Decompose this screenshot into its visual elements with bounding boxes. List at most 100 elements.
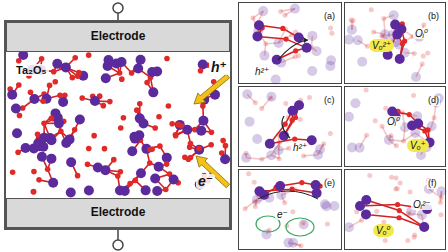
o-atom — [432, 115, 437, 120]
o-atom — [405, 238, 410, 243]
o-atom — [373, 118, 378, 123]
o-atom — [28, 89, 34, 95]
o-atom — [223, 143, 229, 149]
species-label: Vₒ⁰ — [373, 224, 394, 237]
o-atom — [290, 209, 295, 214]
o-atom — [40, 98, 46, 104]
o-atom — [70, 75, 76, 81]
o-atom — [220, 138, 226, 144]
orbital — [286, 218, 314, 236]
ta-atom — [90, 96, 100, 106]
o-atom — [397, 215, 402, 220]
hop-arrow — [278, 40, 308, 60]
o-atom — [389, 175, 394, 180]
ta-atom — [313, 150, 323, 160]
o-atom — [52, 79, 58, 85]
o-atom — [420, 62, 425, 67]
o-atom — [263, 41, 268, 46]
ta-atom — [152, 186, 162, 196]
o-atom — [51, 69, 57, 75]
o-atom — [364, 133, 369, 138]
o-atom — [72, 55, 78, 61]
species-label: e⁻ — [196, 174, 215, 189]
ta-atom — [75, 114, 85, 124]
ta-atom — [355, 201, 365, 211]
o-atom — [16, 58, 22, 64]
o-atom — [111, 157, 117, 163]
o-atom — [328, 131, 333, 136]
o-atom — [299, 180, 304, 185]
o-atom — [282, 200, 287, 205]
o-atom — [397, 208, 402, 213]
ta-atom — [61, 138, 71, 148]
ta-atom — [100, 165, 110, 175]
ta-atom — [344, 112, 354, 122]
panel-label: (b) — [427, 12, 440, 22]
ta-atom — [357, 57, 367, 67]
o-atom — [79, 95, 85, 101]
o-atom — [119, 76, 125, 82]
o-atom — [328, 26, 333, 31]
ta-atom — [12, 128, 22, 138]
ta-atom — [259, 51, 269, 61]
ta-atom — [307, 31, 317, 41]
o-atom — [250, 15, 255, 20]
panel-box: (e)e⁻ — [238, 169, 342, 250]
o-atom — [411, 93, 416, 98]
o-atom — [283, 101, 288, 106]
o-atom — [290, 118, 295, 123]
o-atom — [252, 180, 257, 185]
ta-atom — [117, 57, 127, 67]
o-atom — [118, 169, 124, 175]
o-atom — [149, 146, 155, 152]
ta-atom — [321, 201, 331, 211]
o-atom — [102, 146, 108, 152]
ta-atom — [355, 143, 365, 153]
species-label: e⁻ — [275, 209, 290, 220]
o-atom — [298, 117, 303, 122]
ta-atom — [136, 168, 146, 178]
electrode-label: Electrode — [91, 30, 146, 43]
o-atom — [246, 171, 251, 176]
ta-atom — [392, 29, 402, 39]
species-label: h⁺ — [209, 60, 229, 75]
ta-atom — [136, 55, 146, 65]
hop-arrow — [282, 116, 290, 138]
o-atom — [117, 70, 123, 76]
ta-atom — [258, 6, 268, 16]
o-atom — [298, 243, 303, 248]
o-atom — [412, 51, 417, 56]
ta-atom — [395, 54, 405, 64]
ta-atom — [162, 153, 172, 163]
panel-box: (c)h²⁺ — [238, 86, 342, 167]
panel-box: (b)Oᵢ⁰Vₒ²⁺ — [344, 2, 446, 84]
o-atom — [134, 107, 140, 113]
ta-atom — [61, 62, 71, 72]
ta-atom — [275, 181, 285, 191]
ta-atom — [220, 154, 230, 164]
ta-atom — [290, 4, 300, 14]
o-atom — [425, 127, 430, 132]
o-atom — [259, 106, 264, 111]
o-atom — [371, 29, 376, 34]
arrowhead — [303, 37, 308, 43]
o-atom — [10, 169, 16, 175]
hop-arrow — [258, 191, 318, 199]
o-atom — [91, 133, 97, 139]
ta-atom — [288, 238, 298, 248]
o-atom — [129, 70, 135, 76]
ta-atom — [133, 64, 143, 74]
ta-atom — [130, 134, 140, 144]
o-atom — [379, 34, 384, 39]
panel-box: (a)h²⁺ — [238, 2, 342, 84]
o-atom — [132, 178, 138, 184]
o-atom — [75, 173, 81, 179]
species-label: Oᵢ⁰ — [413, 28, 430, 39]
ta-atom — [347, 25, 357, 35]
ta-atom — [266, 150, 276, 160]
o-atom — [381, 16, 386, 21]
o-atom — [169, 121, 175, 127]
o-atom — [277, 156, 282, 161]
o-atom — [127, 181, 133, 187]
o-atom — [293, 48, 298, 53]
